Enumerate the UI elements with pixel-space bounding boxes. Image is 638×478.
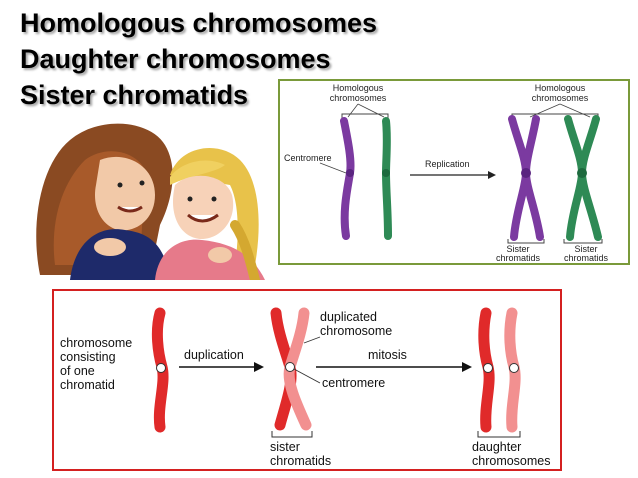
title-sister-chromatids: Sister chromatids: [20, 80, 249, 110]
duplication-label: duplication: [184, 348, 244, 362]
homologous-label-left-2: chromosomes: [330, 93, 387, 103]
duplicated-label-1: duplicated: [320, 310, 377, 324]
purple-chromosome: [340, 117, 355, 240]
sister-chromatids-right-2: chromatids: [564, 253, 609, 263]
homologous-label-left-1: Homologous: [333, 83, 384, 93]
sister-chromatids-left-1: Sister: [506, 244, 529, 254]
centromere-label-bottom: centromere: [322, 376, 385, 390]
green-chromosome: [381, 117, 392, 240]
mitosis-label: mitosis: [368, 348, 407, 362]
homologous-replication-diagram: Homologous chromosomes Homologous chromo…: [278, 79, 630, 265]
sister-chromatids-left-2: chromatids: [496, 253, 541, 263]
title-daughter-chromosomes: Daughter chromosomes: [20, 44, 331, 74]
homologous-label-right-2: chromosomes: [532, 93, 589, 103]
replication-label: Replication: [425, 159, 470, 169]
duplication-mitosis-diagram: chromosome consisting of one chromatid d…: [52, 289, 562, 471]
chromosome-label-4: chromatid: [60, 378, 115, 392]
daughter-label-1: daughter: [472, 440, 521, 454]
homologous-label-right-1: Homologous: [535, 83, 586, 93]
duplicated-label-2: chromosome: [320, 324, 392, 338]
sister-label-1: sister: [270, 440, 300, 454]
chromosome-label-3: of one: [60, 364, 95, 378]
sister-label-2: chromatids: [270, 454, 331, 468]
title-homologous-chromosomes: Homologous chromosomes: [20, 8, 378, 38]
chromosome-label-1: chromosome: [60, 336, 132, 350]
sister-chromatids-right-1: Sister: [574, 244, 597, 254]
mother-daughter-illustration: [30, 115, 275, 285]
chromosome-label-2: consisting: [60, 350, 116, 364]
centromere-label-top: Centromere: [284, 153, 332, 163]
daughter-label-2: chromosomes: [472, 454, 551, 468]
